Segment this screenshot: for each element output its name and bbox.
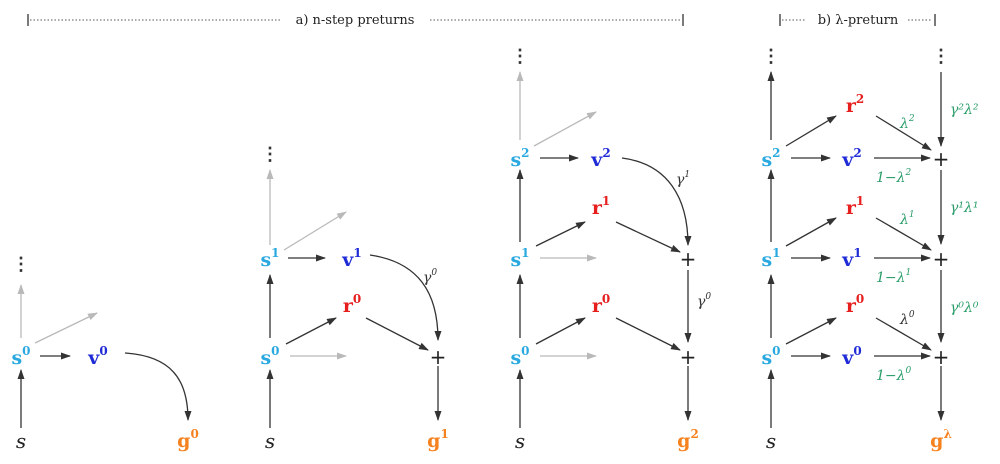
node-state-s: s (265, 429, 275, 453)
panel-1: ⋮ s0 v0 s g0 (11, 254, 198, 453)
edge-label-gamma0: γ0 (423, 268, 437, 286)
panel-lambda: ⋮ ⋮ r2 λ2 γ²λ² s2 v2 + 1−λ2 r1 λ1 γ¹λ¹ s… (761, 46, 978, 453)
ellipsis-icon: ⋮ (511, 46, 529, 67)
node-s2: s2 (761, 146, 780, 171)
node-state-s: s (515, 429, 525, 453)
edge-label-gamma2-lambda2: γ²λ² (950, 102, 979, 118)
node-s2: s2 (510, 146, 529, 171)
edge-label-gamma0: γ0 (697, 292, 711, 310)
ellipsis-icon: ⋮ (932, 46, 950, 67)
node-g-lambda: gλ (930, 427, 952, 452)
node-r1: r1 (846, 194, 864, 219)
node-v1: v1 (841, 246, 861, 271)
node-s0: s0 (510, 344, 529, 369)
ellipsis-icon: ⋮ (12, 254, 30, 275)
edge-label-lambda1: λ1 (899, 210, 915, 228)
edge-label-lambda0: λ0 (899, 310, 915, 328)
plus-node: + (933, 247, 950, 271)
node-state-s: s (16, 429, 26, 453)
plus-node: + (933, 147, 950, 171)
edge-label-gamma0-lambda0: γ⁰λ⁰ (950, 300, 979, 316)
node-state-s: s (766, 429, 776, 453)
header-a: a) n-step preturns (27, 13, 684, 28)
panel-2: ⋮ s1 v1 γ0 r0 s0 + s g1 (260, 144, 448, 453)
header-b-label: b) λ-preturn (818, 13, 899, 28)
node-v1: v1 (341, 246, 361, 271)
node-r2: r2 (846, 92, 864, 117)
plus-node: + (680, 345, 697, 369)
node-r0: r0 (343, 292, 361, 317)
edge-label-gamma1-lambda1: γ¹λ¹ (950, 200, 978, 216)
plus-node: + (430, 345, 447, 369)
plus-node: + (680, 247, 697, 271)
plus-node: + (933, 345, 950, 369)
node-g0: g0 (177, 427, 199, 452)
node-s1: s1 (761, 246, 780, 271)
header-a-label: a) n-step preturns (296, 13, 415, 28)
edge-label-gamma1: γ1 (676, 170, 690, 188)
node-v2: v2 (841, 146, 861, 171)
node-v0: v0 (841, 344, 861, 369)
edge-label-lambda2: λ2 (899, 114, 915, 132)
node-g2: g2 (677, 427, 699, 452)
node-r0: r0 (592, 292, 610, 317)
node-v0: v0 (87, 344, 107, 369)
node-s0: s0 (11, 344, 30, 369)
node-r1: r1 (592, 194, 610, 219)
node-v2: v2 (590, 146, 610, 171)
panel-3: ⋮ s2 v2 γ1 r1 s1 + γ0 r0 s0 + s g2 (510, 46, 711, 453)
node-s0: s0 (260, 344, 279, 369)
node-s1: s1 (510, 246, 529, 271)
edge-label-one-minus-lambda0: 1−λ0 (876, 366, 912, 384)
edge-label-one-minus-lambda1: 1−λ1 (876, 268, 911, 286)
node-g1: g1 (427, 427, 449, 452)
header-b: b) λ-preturn (779, 13, 936, 28)
ellipsis-icon: ⋮ (261, 144, 279, 165)
node-s0: s0 (761, 344, 780, 369)
node-r0: r0 (846, 292, 864, 317)
ellipsis-icon: ⋮ (762, 46, 780, 67)
edge-label-one-minus-lambda2: 1−λ2 (876, 168, 912, 186)
node-s1: s1 (260, 246, 279, 271)
